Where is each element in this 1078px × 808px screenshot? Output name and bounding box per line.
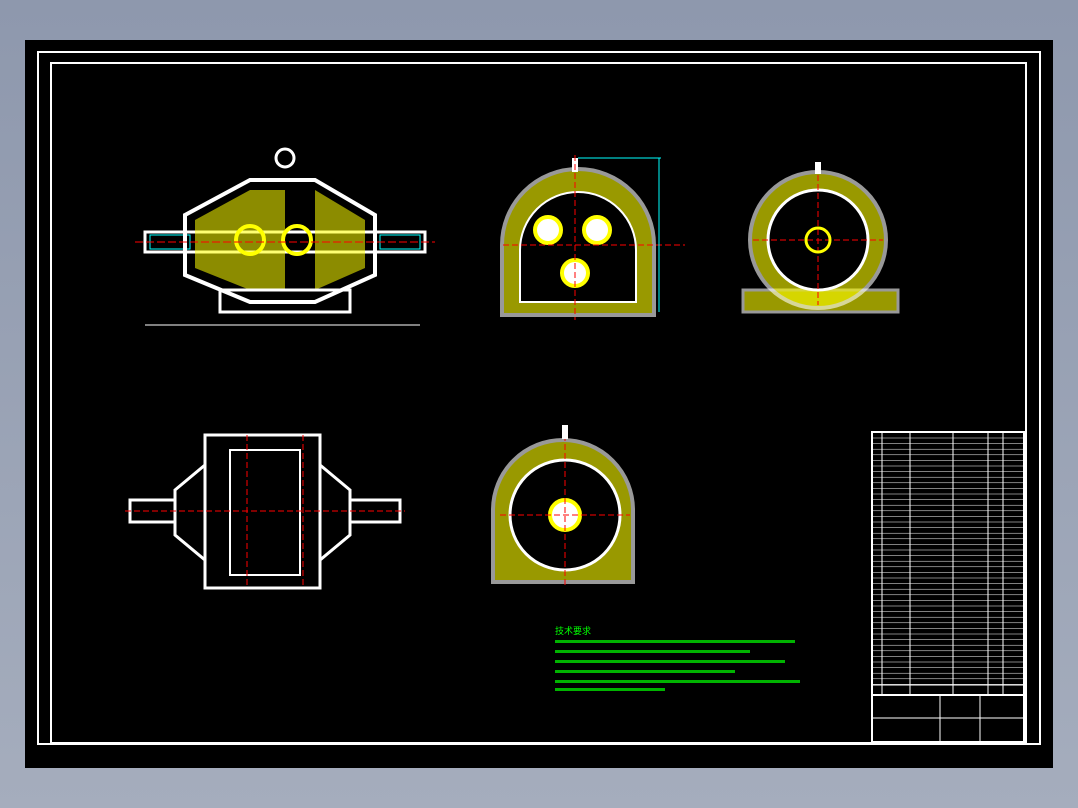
- side-section-view-b: [741, 162, 900, 314]
- technical-notes: 技术要求: [555, 625, 800, 691]
- parts-list-rows: [872, 437, 1024, 685]
- cad-drawing-canvas[interactable]: 技术要求: [25, 40, 1053, 768]
- notes-title: 技术要求: [555, 625, 591, 637]
- front-section-view: [135, 147, 435, 326]
- cad-drawing: 技术要求: [37, 51, 1041, 745]
- outer-frame: [37, 51, 1041, 745]
- top-view: [125, 433, 405, 590]
- inner-frame: [50, 62, 1027, 744]
- title-block: [871, 431, 1025, 743]
- side-section-view-a: [500, 155, 685, 320]
- cross-section-view: [491, 425, 635, 585]
